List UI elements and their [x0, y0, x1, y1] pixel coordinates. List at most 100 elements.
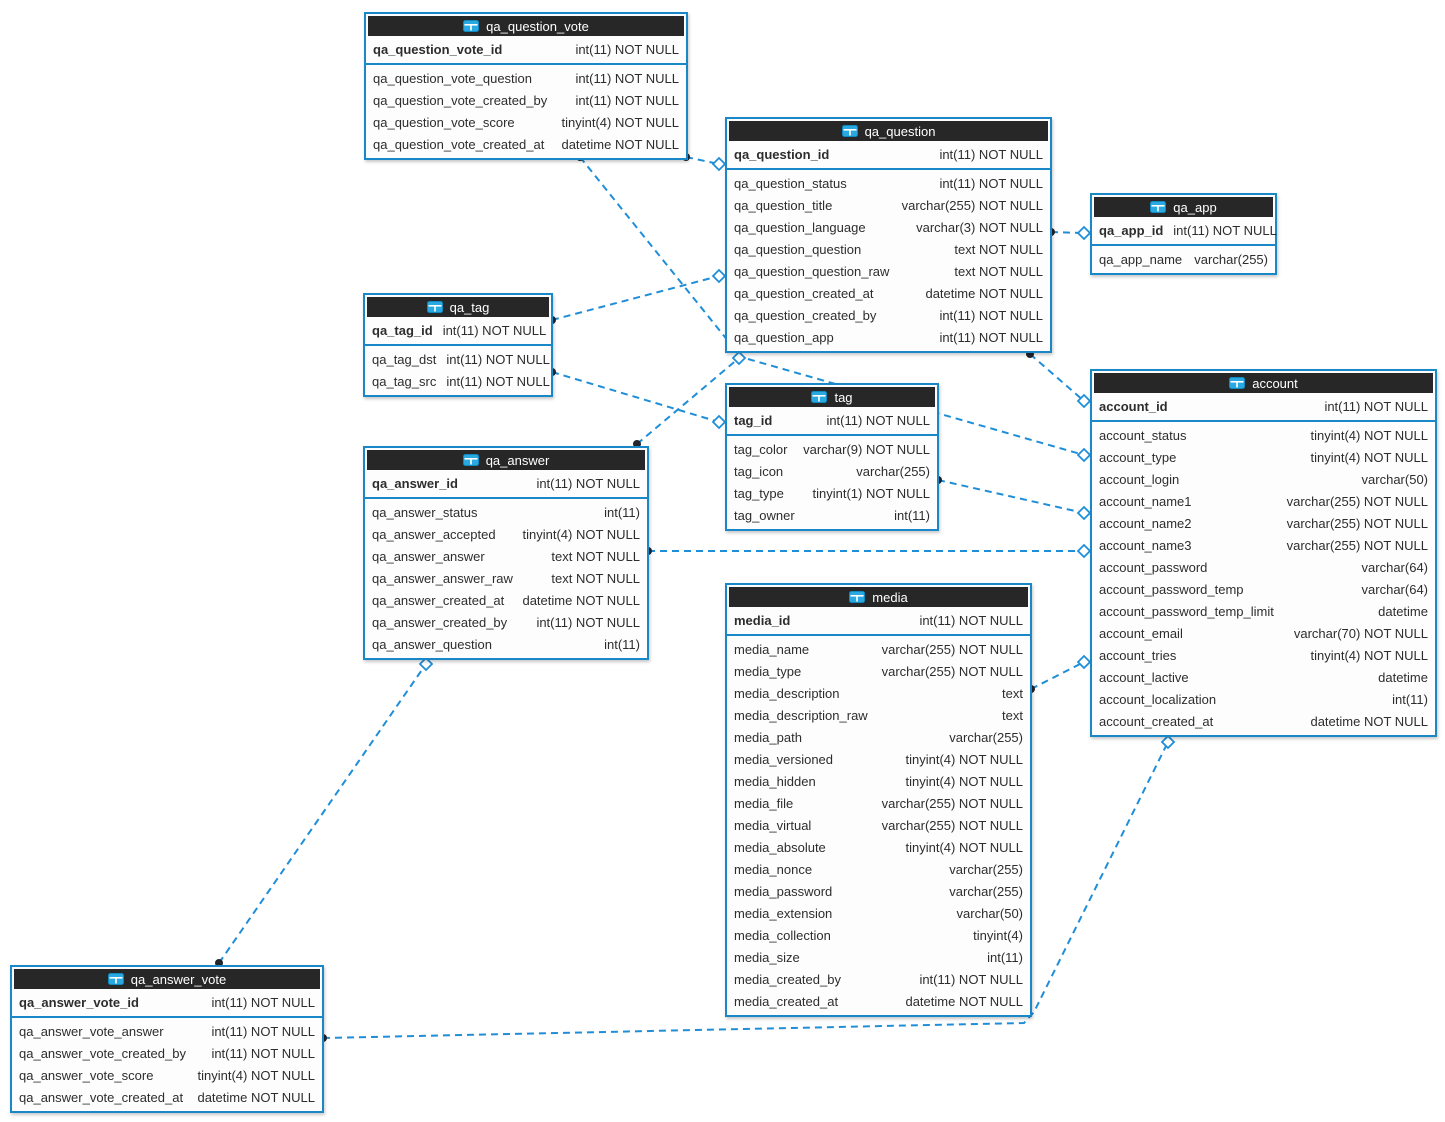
relation-media_created_by-to-account_id[interactable] — [1027, 654, 1092, 693]
table-header-tag[interactable]: tag — [729, 387, 935, 407]
foreign-key-line[interactable] — [551, 371, 720, 423]
foreign-key-line[interactable] — [636, 357, 740, 445]
table-header-account[interactable]: account — [1094, 373, 1433, 393]
table-header-qa_answer_vote[interactable]: qa_answer_vote — [14, 969, 320, 989]
table-header-media[interactable]: media — [729, 587, 1028, 607]
relation-qa_tag_src-to-tag_id[interactable] — [548, 368, 727, 430]
table-header-qa_question[interactable]: qa_question — [729, 121, 1048, 141]
foreign-key-line[interactable] — [322, 741, 1169, 1039]
table-header-qa_tag[interactable]: qa_tag — [367, 297, 549, 317]
table-header-qa_answer[interactable]: qa_answer — [367, 450, 645, 470]
relation-qa_answer_created_by-to-account_id[interactable] — [644, 543, 1092, 559]
relation-qa_tag_dst-to-qa_question_id[interactable] — [548, 268, 727, 324]
relation-qa_answer_question-to-qa_question_id[interactable] — [633, 350, 747, 448]
relation-qa_answer_vote_answer-to-qa_answer_id[interactable] — [215, 656, 434, 967]
relation-qa_question_app-to-qa_app_id[interactable] — [1047, 225, 1092, 241]
table-header-qa_question_vote[interactable]: qa_question_vote — [368, 16, 684, 36]
foreign-key-line[interactable] — [1030, 661, 1085, 690]
foreign-key-line[interactable] — [551, 275, 720, 321]
relation-qa_question_created_by-to-account_id[interactable] — [1026, 350, 1092, 409]
table-header-qa_app[interactable]: qa_app — [1094, 197, 1273, 217]
foreign-key-line[interactable] — [218, 663, 427, 964]
foreign-key-line[interactable] — [1029, 353, 1085, 402]
relation-tag_owner-to-account_id[interactable] — [934, 476, 1092, 521]
relation-qa_question_vote_question-to-qa_question_id[interactable] — [682, 153, 727, 172]
